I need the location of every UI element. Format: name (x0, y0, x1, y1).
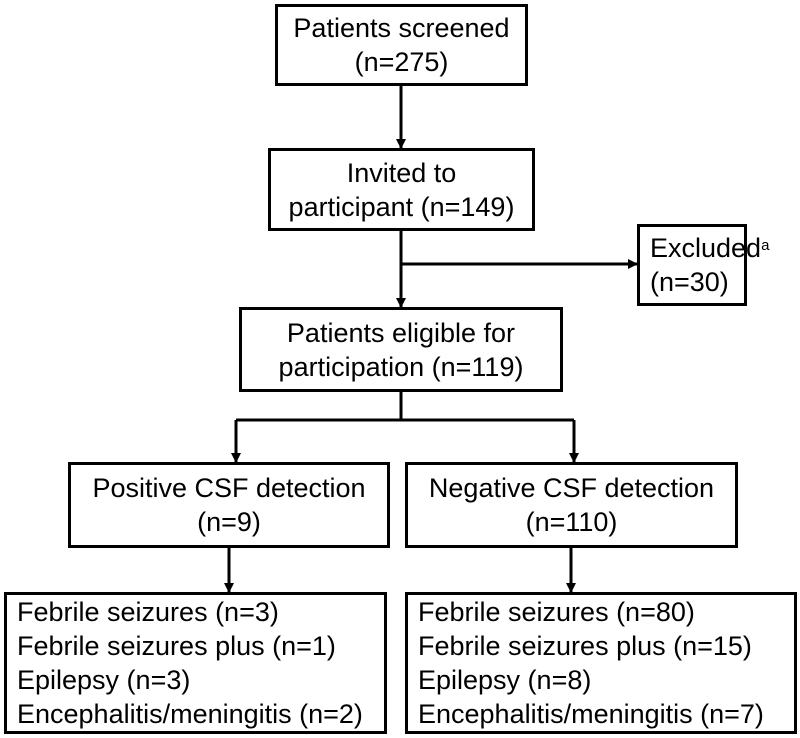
node-excluded: Excludeda (n=30) (637, 224, 769, 306)
node-patients-screened: Patients screened (n=275) (275, 4, 528, 86)
breakdown-item: Epilepsy (n=3) (17, 665, 191, 695)
node-label: Positive CSF detection (92, 473, 366, 503)
node-label: Patients screened (293, 13, 510, 43)
breakdown-item: Febrile seizures plus (n=1) (17, 631, 336, 661)
node-invited: Invited to participant (n=149) (268, 148, 535, 231)
breakdown-item: Encephalitis/meningitis (n=7) (418, 699, 764, 729)
breakdown-item: Febrile seizures plus (n=15) (418, 631, 752, 661)
node-label: Patients eligible for (286, 317, 516, 348)
node-patients-eligible: Patients eligible for participation (n=1… (239, 307, 563, 392)
breakdown-item: Febrile seizures (n=80) (418, 597, 695, 627)
node-negative-csf: Negative CSF detection (n=110) (405, 462, 738, 548)
node-count: (n=110) (525, 507, 618, 537)
excluded-text: Excluded (650, 233, 762, 263)
node-positive-breakdown: Febrile seizures (n=3) Febrile seizures … (4, 592, 387, 734)
node-count: participant (n=149) (288, 191, 515, 222)
node-count: participation (n=119) (278, 351, 524, 382)
breakdown-item: Encephalitis/meningitis (n=2) (17, 699, 363, 729)
node-label: Negative CSF detection (428, 473, 715, 503)
node-count: (n=30) (650, 267, 729, 297)
node-positive-csf: Positive CSF detection (n=9) (68, 462, 390, 548)
node-negative-breakdown: Febrile seizures (n=80) Febrile seizures… (405, 592, 797, 734)
node-label: Invited to (346, 157, 457, 188)
excluded-footnote-marker: a (761, 237, 770, 254)
node-count: (n=275) (354, 47, 449, 77)
node-label: Excludeda (650, 231, 769, 265)
node-count: (n=9) (197, 507, 261, 537)
breakdown-item: Febrile seizures (n=3) (17, 597, 279, 627)
breakdown-item: Epilepsy (n=8) (418, 665, 592, 695)
